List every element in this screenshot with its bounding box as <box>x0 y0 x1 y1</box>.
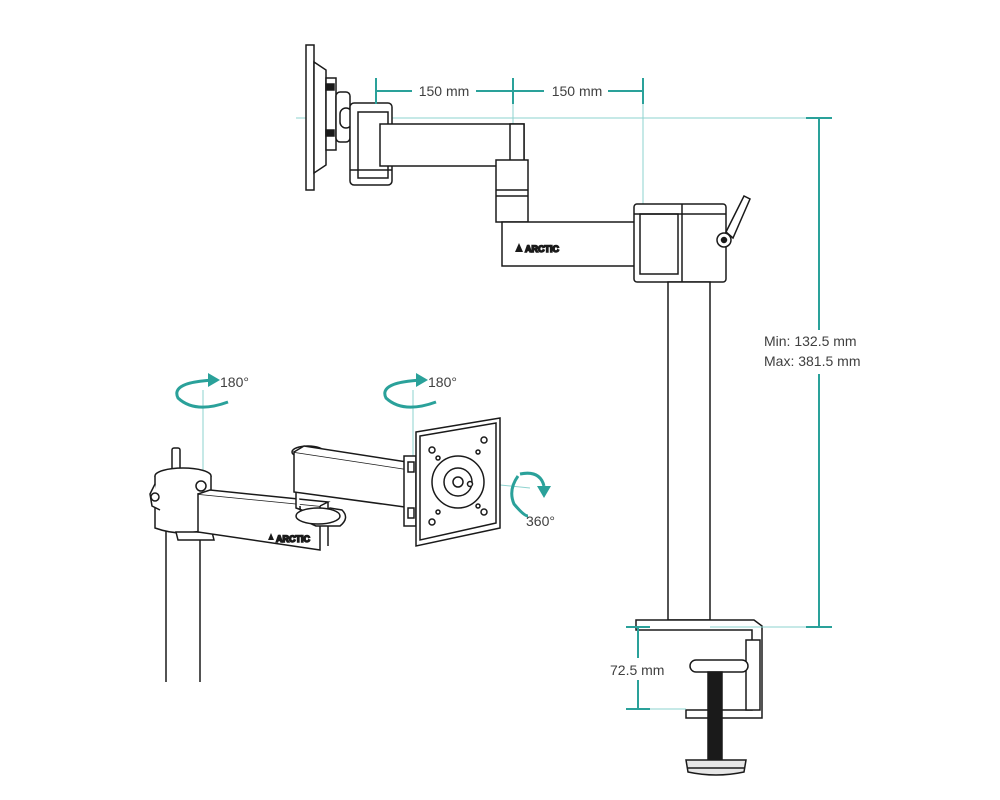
curved-arrow-icon <box>383 373 437 409</box>
arctic-logo-icon <box>515 243 523 252</box>
arm-segment-1-length: 150 mm <box>419 83 470 99</box>
height-dimension: Min: 132.5 mm Max: 381.5 mm <box>710 117 860 628</box>
pole-swivel-label: 180° <box>220 374 249 390</box>
desk-clamp-side <box>635 619 763 776</box>
tilt-bracket-perspective <box>403 455 417 527</box>
horizontal-dimension: 150 mm 150 mm <box>375 78 644 104</box>
arm-segment-2-side: ARCTIC <box>501 221 643 267</box>
pole-side <box>667 281 711 621</box>
arctic-logo-bottom: ARCTIC <box>276 534 310 544</box>
height-max-label: Max: 381.5 mm <box>764 353 860 369</box>
arctic-logo-icon <box>268 533 274 540</box>
perspective-view: ARCTIC <box>149 373 555 682</box>
height-min-label: Min: 132.5 mm <box>764 333 857 349</box>
plate-rotation-label: 360° <box>526 513 555 529</box>
clamp-thickness-label: 72.5 mm <box>610 662 664 678</box>
pole-perspective <box>165 522 201 682</box>
arm-upper-perspective <box>293 445 422 509</box>
arm-segment-2-length: 150 mm <box>552 83 603 99</box>
arm-swivel-label: 180° <box>428 374 457 390</box>
pole-head-side <box>633 194 751 283</box>
vesa-plate-perspective <box>415 417 501 547</box>
arm-segment-1-side <box>379 123 525 167</box>
pole-head-perspective <box>149 447 215 541</box>
elbow-joint-side <box>495 159 529 223</box>
side-view: ARCTIC <box>296 44 860 776</box>
clamp-dimension: 72.5 mm <box>610 626 686 710</box>
arm-lower-perspective: ARCTIC <box>197 489 331 551</box>
curved-arrow-icon <box>175 373 229 409</box>
curved-arrow-icon <box>510 471 551 518</box>
vesa-plate-side <box>305 44 353 191</box>
arctic-logo-top: ARCTIC <box>525 244 559 254</box>
